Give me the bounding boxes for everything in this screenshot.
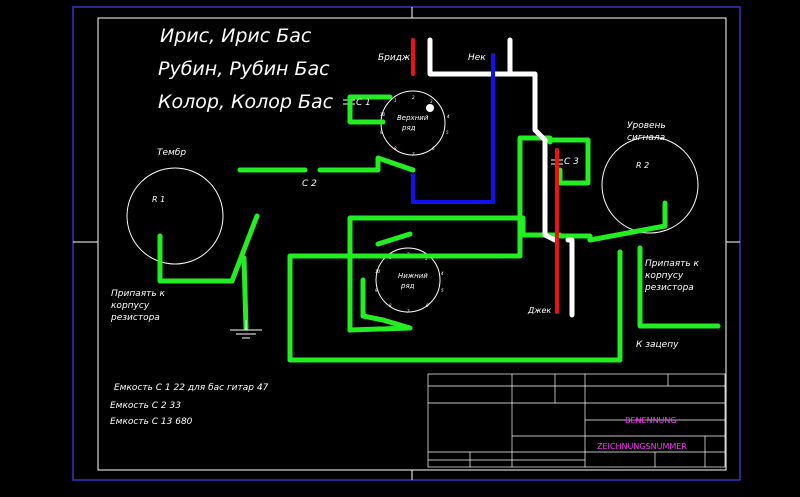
- svg-text:4: 4: [447, 114, 450, 119]
- wires-blue: [411, 53, 495, 204]
- resistor-r2: [601, 136, 699, 234]
- resistor-r1: [126, 167, 224, 265]
- svg-text:7: 7: [412, 152, 415, 157]
- note-cap3: Емкость C 13 680: [110, 417, 193, 427]
- label-c2: C 2: [302, 179, 317, 189]
- svg-text:2: 2: [412, 95, 415, 100]
- label-c1: C 1: [356, 98, 371, 108]
- svg-text:6: 6: [432, 146, 435, 151]
- label-solder-left-2: корпусу: [111, 301, 150, 311]
- label-jack: Джек: [527, 306, 551, 315]
- svg-text:1: 1: [394, 98, 397, 103]
- label-solder-right-3: резистора: [644, 283, 694, 293]
- svg-text:4: 4: [441, 271, 444, 276]
- label-c3: C 3: [564, 157, 579, 167]
- label-bridge: Бридж: [378, 53, 411, 63]
- note-cap2: Емкость C 2 33: [110, 401, 181, 411]
- svg-text:5: 5: [446, 130, 449, 135]
- drawing-frame: [72, 6, 741, 481]
- label-level-1: Уровень: [627, 121, 666, 131]
- label-lower-row-2: ряд: [400, 282, 415, 290]
- svg-text:3: 3: [430, 99, 433, 104]
- label-to-clip: К зацепу: [636, 340, 679, 350]
- svg-text:9: 9: [380, 130, 383, 135]
- title-line-3: Колор, Колор Бас: [158, 91, 334, 113]
- wires-green: [157, 94, 721, 363]
- svg-text:10: 10: [375, 269, 381, 274]
- label-lower-row-1: Нижний: [398, 272, 428, 280]
- label-upper-row-2: ряд: [401, 124, 416, 132]
- label-r1: R 1: [152, 195, 165, 204]
- label-solder-left-1: Припаять к: [111, 289, 166, 299]
- upper-switch: 2 3 4 5 6 7 8 9 10 1: [380, 90, 450, 157]
- label-level-2: сигнала: [627, 133, 665, 143]
- wires-red: [411, 38, 559, 314]
- title-line-1: Ирис, Ирис Бас: [160, 25, 312, 47]
- title-block: [427, 373, 726, 468]
- svg-text:9: 9: [375, 288, 378, 293]
- ground-icon: [230, 320, 262, 339]
- title-block-zeichnungsnummer: ZEICHNUNGSNUMMER: [597, 442, 687, 451]
- title-block-benennung: BENENNUNG: [625, 416, 677, 425]
- label-tone: Тембр: [157, 148, 186, 158]
- label-solder-right-2: корпусу: [645, 271, 684, 281]
- label-r2: R 2: [636, 161, 649, 170]
- label-upper-row-1: Верхний: [397, 114, 429, 122]
- note-cap1: Емкость C 1 22 для бас гитар 47: [114, 383, 269, 393]
- label-neck: Нек: [468, 53, 486, 63]
- svg-text:10: 10: [380, 112, 386, 117]
- svg-text:8: 8: [394, 146, 397, 151]
- label-solder-left-3: резистора: [110, 313, 160, 323]
- title-line-2: Рубин, Рубин Бас: [158, 58, 330, 80]
- svg-text:6: 6: [426, 303, 429, 308]
- svg-text:8: 8: [389, 303, 392, 308]
- svg-text:5: 5: [441, 288, 444, 293]
- label-solder-right-1: Припаять к: [645, 259, 700, 269]
- wires-white: [427, 37, 575, 318]
- svg-text:7: 7: [407, 309, 410, 314]
